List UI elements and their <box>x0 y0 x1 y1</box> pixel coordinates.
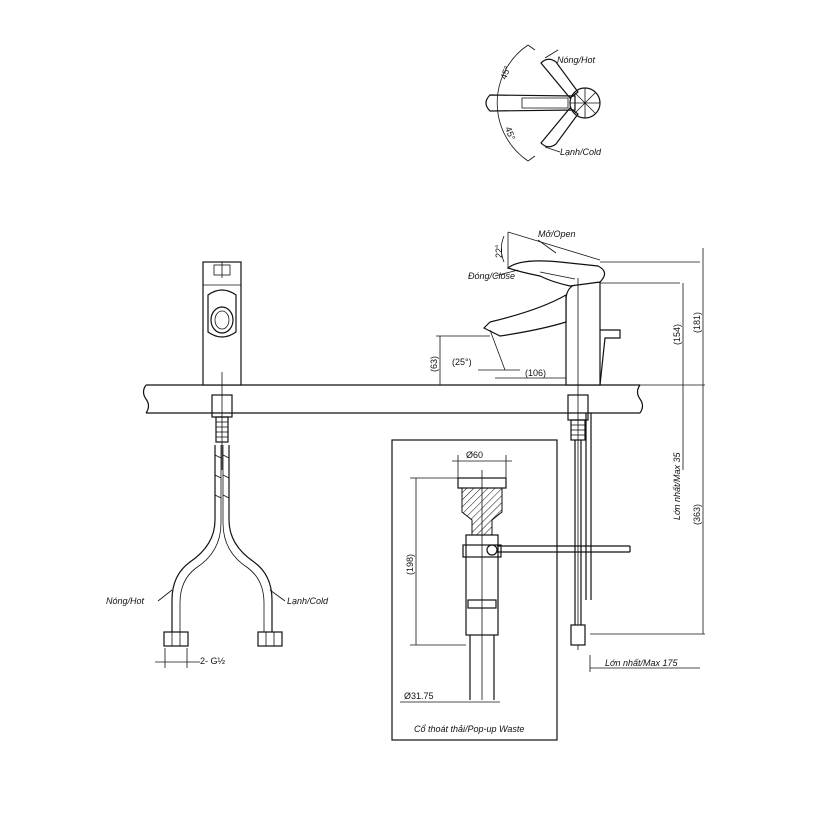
dia60-label: Ø60 <box>466 450 483 460</box>
top-hot-label: Nóng/Hot <box>557 55 596 65</box>
angle-arc <box>496 44 529 162</box>
faucet-body-front <box>202 261 242 386</box>
lever-angle-label: 22° <box>494 244 504 258</box>
max35-label: Lớn nhất/Max 35 <box>672 452 682 520</box>
lift-rod-top <box>599 329 621 386</box>
angle-label-bottom: 45° <box>503 125 517 142</box>
top-cold-label: Lạnh/Cold <box>560 147 602 157</box>
dim-63-label: (63) <box>429 356 439 372</box>
dim-106-label: (106) <box>525 368 546 378</box>
top-view: 45° 45° Nóng/Hot Lạnh/Cold <box>485 44 602 162</box>
angle-label-top: 45° <box>498 64 512 81</box>
lever-center <box>485 94 576 112</box>
popup-waste-detail: Ø60 (198) Ø31.75 Cổ thoát thải/Pop-up Wa… <box>391 439 631 741</box>
open-label: Mở/Open <box>538 229 575 239</box>
lever-hot <box>540 58 579 99</box>
nut-hot <box>163 631 189 647</box>
dim-198-label: (198) <box>405 554 415 575</box>
popup-waste-label: Cổ thoát thải/Pop-up Waste <box>414 724 524 734</box>
side-view: 22° Mở/Open Đóng/Close (25°) (63) (106) <box>429 229 705 672</box>
spout-front <box>207 289 237 338</box>
spout-side <box>482 293 567 337</box>
close-label: Đóng/Close <box>468 271 515 281</box>
lever-cold <box>540 107 579 148</box>
dia3175-label: Ø31.75 <box>404 691 434 701</box>
dim-154-label: (154) <box>672 324 682 345</box>
spout-angle-label: (25°) <box>452 357 472 367</box>
popup-waste-frame <box>391 439 558 741</box>
dim-363-label: (363) <box>692 504 702 525</box>
thread-label: 2- G½ <box>200 656 226 666</box>
hose-hot-label: Nóng/Hot <box>106 596 145 606</box>
hose-cold <box>228 445 273 632</box>
faucet-body-side <box>565 281 601 386</box>
hose-cold-label: Lạnh/Cold <box>287 596 329 606</box>
nut-cold <box>257 631 283 647</box>
lever-side <box>506 260 606 287</box>
nut-side <box>570 624 586 646</box>
dim-181-label: (181) <box>692 312 702 333</box>
max175-label: Lớn nhất/Max 175 <box>605 658 678 668</box>
hose-hot <box>171 445 216 632</box>
front-view: Nóng/Hot Lạnh/Cold 2- G½ <box>106 261 329 668</box>
